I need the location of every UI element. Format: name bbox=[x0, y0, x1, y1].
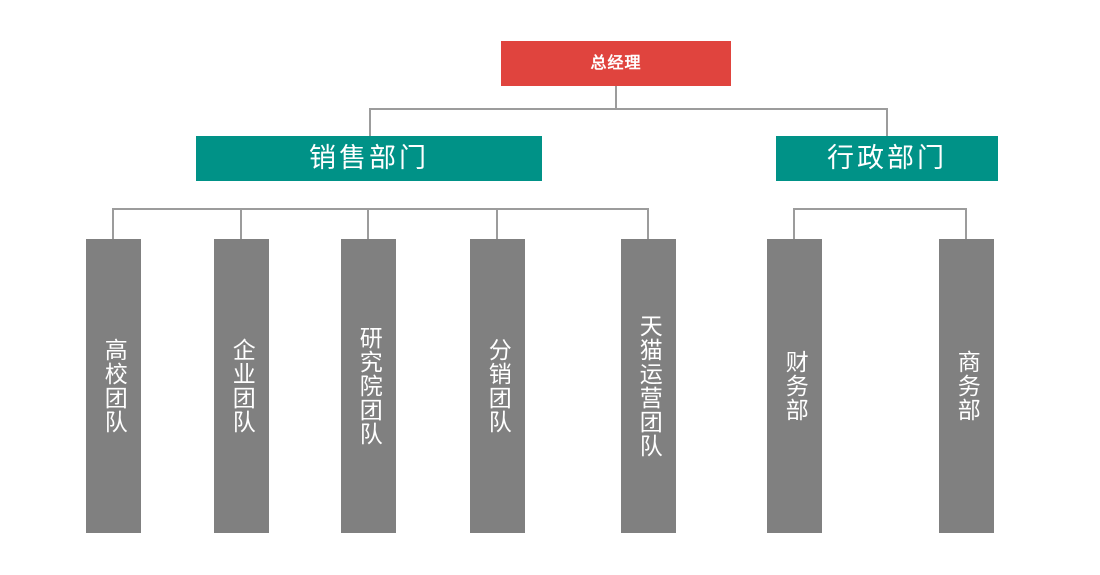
connector-drop-administration bbox=[886, 108, 888, 136]
connector-drop-enterprise-team bbox=[240, 208, 242, 239]
org-node-label: 总经理 bbox=[590, 54, 642, 72]
org-node-tmall-operations-team[interactable]: 天猫运营团队 bbox=[621, 239, 676, 533]
org-node-label: 销售部门 bbox=[309, 143, 429, 174]
org-node-business-department[interactable]: 商务部 bbox=[939, 239, 994, 533]
org-node-distribution-team[interactable]: 分销团队 bbox=[470, 239, 525, 533]
connector-drop-sales bbox=[369, 108, 371, 136]
connector-sales-bus bbox=[112, 208, 649, 210]
org-node-research-institute-team[interactable]: 研究院团队 bbox=[341, 239, 396, 533]
connector-administration-bus bbox=[793, 208, 967, 210]
org-node-general-manager[interactable]: 总经理 bbox=[501, 41, 731, 86]
connector-drop-research-institute-team bbox=[367, 208, 369, 239]
connector-drop-distribution-team bbox=[496, 208, 498, 239]
connector-drop-finance-department bbox=[793, 208, 795, 239]
org-node-label: 财务部 bbox=[782, 350, 808, 422]
org-node-label: 天猫运营团队 bbox=[636, 314, 662, 458]
org-node-label: 商务部 bbox=[954, 350, 980, 422]
org-node-administration-department[interactable]: 行政部门 bbox=[776, 136, 998, 181]
org-node-sales-department[interactable]: 销售部门 bbox=[196, 136, 542, 181]
org-node-university-team[interactable]: 高校团队 bbox=[86, 239, 141, 533]
org-node-label: 分销团队 bbox=[485, 338, 511, 434]
org-node-label: 高校团队 bbox=[101, 338, 127, 434]
connector-drop-university-team bbox=[112, 208, 114, 239]
connector-root-stem bbox=[615, 86, 617, 108]
org-node-label: 研究院团队 bbox=[356, 326, 382, 446]
org-node-enterprise-team[interactable]: 企业团队 bbox=[214, 239, 269, 533]
connector-drop-tmall-operations-team bbox=[647, 208, 649, 239]
org-node-finance-department[interactable]: 财务部 bbox=[767, 239, 822, 533]
org-node-label: 行政部门 bbox=[827, 143, 947, 174]
connector-drop-business-department bbox=[965, 208, 967, 239]
connector-root-bus bbox=[369, 108, 888, 110]
org-node-label: 企业团队 bbox=[229, 338, 255, 434]
